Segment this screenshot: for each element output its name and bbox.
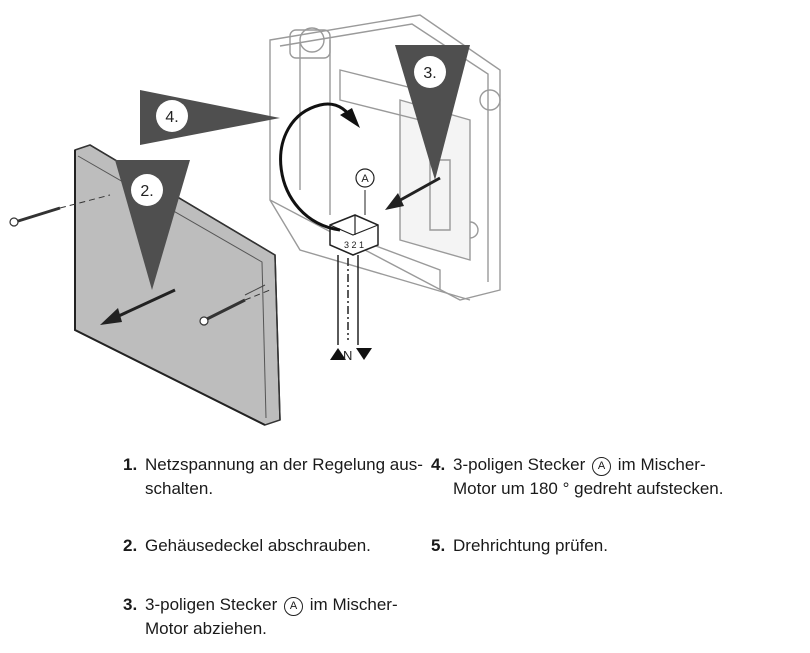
down-arrow-icon — [356, 348, 372, 360]
step-text: 3-poligen Stecker A im Mischer-Motor um … — [453, 455, 724, 498]
connector-wires — [337, 255, 359, 345]
wire-terminals: N — [330, 348, 372, 363]
marker-a-icon: A — [284, 597, 304, 616]
step-number: 4. — [431, 455, 446, 474]
screw-left-icon — [9, 194, 111, 227]
step-text: Gehäusedeckel abschrauben. — [145, 536, 371, 555]
arrow-icon — [385, 193, 404, 210]
callout-step-2: 2. — [100, 160, 190, 325]
screw-right-icon — [199, 289, 271, 326]
step-number: 3. — [123, 595, 138, 614]
connector-marker-icon — [355, 168, 375, 188]
svg-text:2.: 2. — [140, 183, 153, 200]
callout-step-4: 4. — [140, 90, 360, 232]
marker-a-icon: A — [592, 457, 612, 476]
step-number: 2. — [123, 536, 138, 555]
terminal-numbers: 3 2 1 — [344, 240, 364, 250]
step-text: Drehrichtung prüfen. — [453, 536, 608, 555]
svg-text:3.: 3. — [423, 65, 436, 82]
step-number: 5. — [431, 536, 446, 555]
callout-step-3: 3. — [385, 45, 470, 210]
connector-label: A — [361, 173, 369, 185]
up-arrow-icon — [330, 348, 346, 360]
three-pole-connector: A 3 2 1 — [329, 168, 379, 256]
step-text: 3-poligen Stecker A im Mischer-Motor abz… — [145, 595, 398, 638]
arrow-icon — [100, 308, 122, 325]
installation-diagram: A 3 2 1 N 2. 3. 4. — [9, 14, 501, 426]
wire-label: N — [343, 348, 352, 363]
step-text: Netzspannung an der Regelung aus-schalte… — [145, 455, 423, 498]
step-number: 1. — [123, 455, 138, 474]
svg-text:4.: 4. — [165, 109, 178, 126]
rotate-arrow-icon — [340, 108, 360, 128]
